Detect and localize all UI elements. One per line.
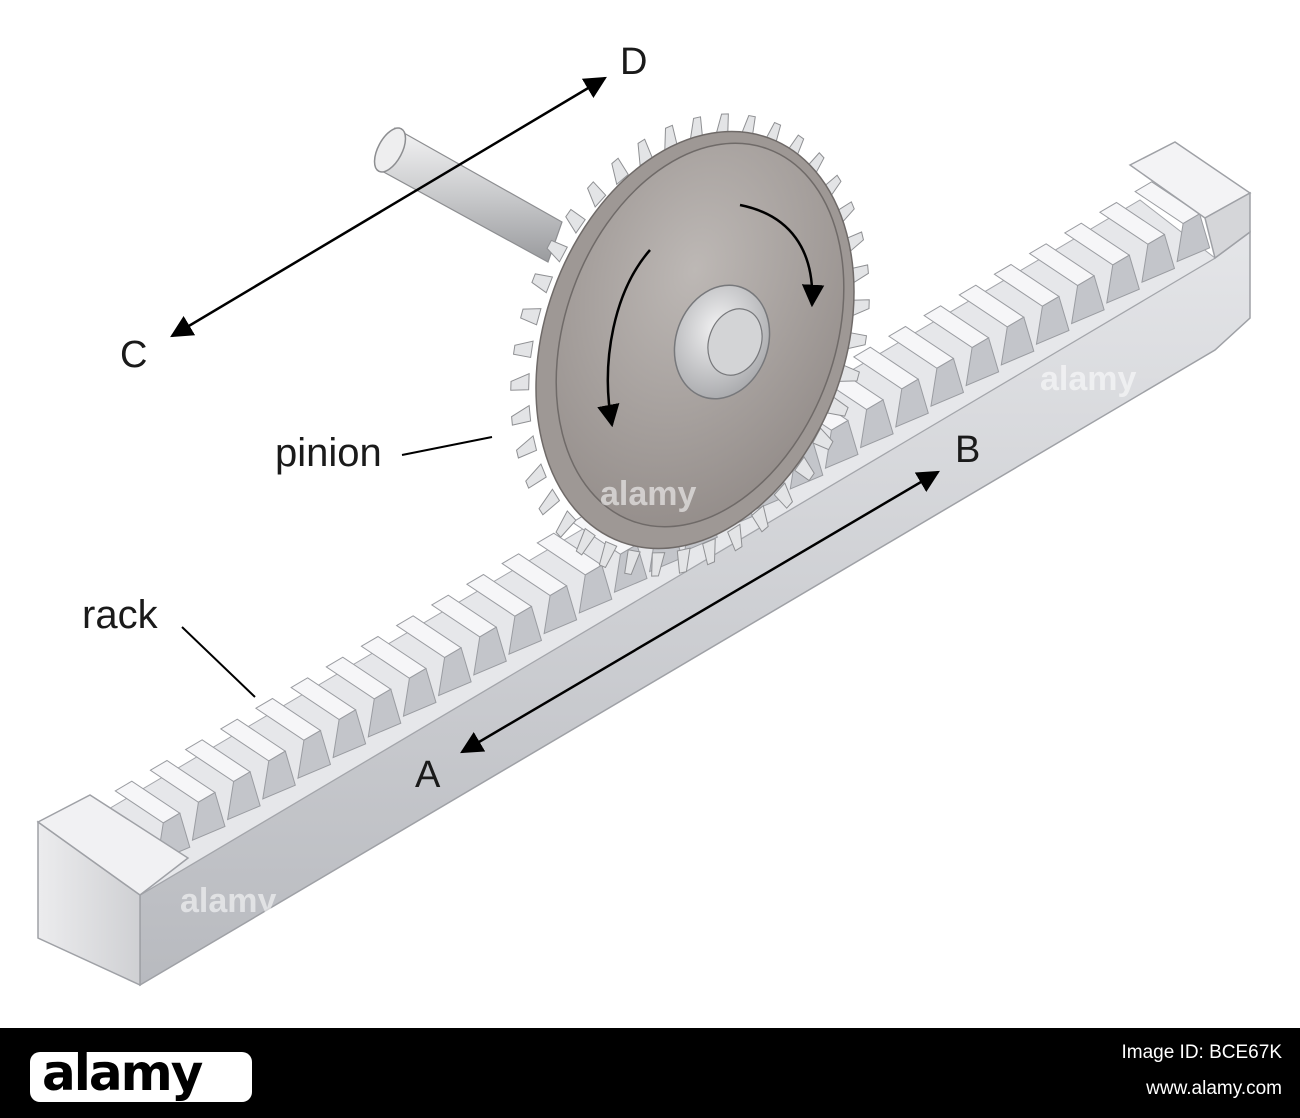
label-c: C xyxy=(120,334,147,376)
pinion-tooth xyxy=(531,273,554,294)
rack-tooth-face xyxy=(895,378,929,428)
rack-tooth-face xyxy=(1000,316,1035,366)
label-a: A xyxy=(415,754,441,796)
rack-tooth-face xyxy=(226,771,261,821)
pinion-tooth xyxy=(546,239,569,263)
rotation-arrow-left xyxy=(597,249,651,428)
rack-tooth-face xyxy=(191,791,226,842)
pinion-tooth xyxy=(511,404,532,426)
pinion-leader xyxy=(401,436,493,456)
rack-tooth-face xyxy=(297,729,332,780)
footer-url[interactable]: www.alamy.com xyxy=(1146,1078,1282,1099)
rack-tooth-face xyxy=(402,667,437,718)
label-rack: rack xyxy=(82,593,159,637)
watermark-1: alamy xyxy=(1040,360,1136,398)
pinion-tooth xyxy=(538,488,561,516)
pinion-tooth xyxy=(512,340,534,359)
pinion-tooth xyxy=(520,308,542,326)
pinion-tooth xyxy=(510,372,530,391)
footer-bar: alamy Image ID: BCE67K www.alamy.com xyxy=(0,1028,1300,1118)
rack-tooth-face xyxy=(1141,233,1176,284)
rack-tooth-face xyxy=(930,357,965,408)
rack-tooth-face xyxy=(1070,275,1105,325)
pinion-tooth xyxy=(811,427,834,451)
arrow-a-b xyxy=(460,470,940,754)
rack-tooth-face xyxy=(1106,254,1140,304)
rack-tooth-face xyxy=(1035,295,1070,346)
label-pinion: pinion xyxy=(275,431,382,475)
label-b: B xyxy=(955,429,980,471)
rack-tooth-face xyxy=(824,419,859,470)
pinion-tooth xyxy=(555,510,577,538)
label-d: D xyxy=(620,41,647,83)
pinion-bore xyxy=(707,308,763,376)
rack-end-right-front xyxy=(1204,191,1251,260)
pinion-tooth xyxy=(525,463,547,489)
pinion-tooth xyxy=(515,435,538,459)
rack-tooth-face xyxy=(332,709,367,759)
rack-and-pinion-diagram: D C B A pinion rack alamy alamy alamy xyxy=(36,41,1252,987)
shaft xyxy=(373,127,563,263)
watermark-2: alamy xyxy=(600,475,696,513)
footer-logo-text: alamy xyxy=(42,1044,203,1102)
watermark-3: alamy xyxy=(180,882,276,920)
rotation-arrow-right xyxy=(739,203,825,308)
rack-leader xyxy=(181,626,256,698)
arrow-c-d xyxy=(170,76,607,338)
rack-end-left-top xyxy=(36,794,190,896)
rack-tooth-face xyxy=(1176,213,1211,263)
rack-tooth-face xyxy=(367,688,402,738)
footer-image-id: Image ID: BCE67K xyxy=(1121,1042,1282,1063)
rack-tooth-face xyxy=(965,337,1000,387)
rack-tooth-face xyxy=(262,750,296,800)
pinion-tooth xyxy=(611,157,629,186)
alamy-logo-icon: alamy xyxy=(30,1044,252,1102)
pinion-tooth xyxy=(565,208,586,234)
rack-tooth-face xyxy=(859,399,894,449)
